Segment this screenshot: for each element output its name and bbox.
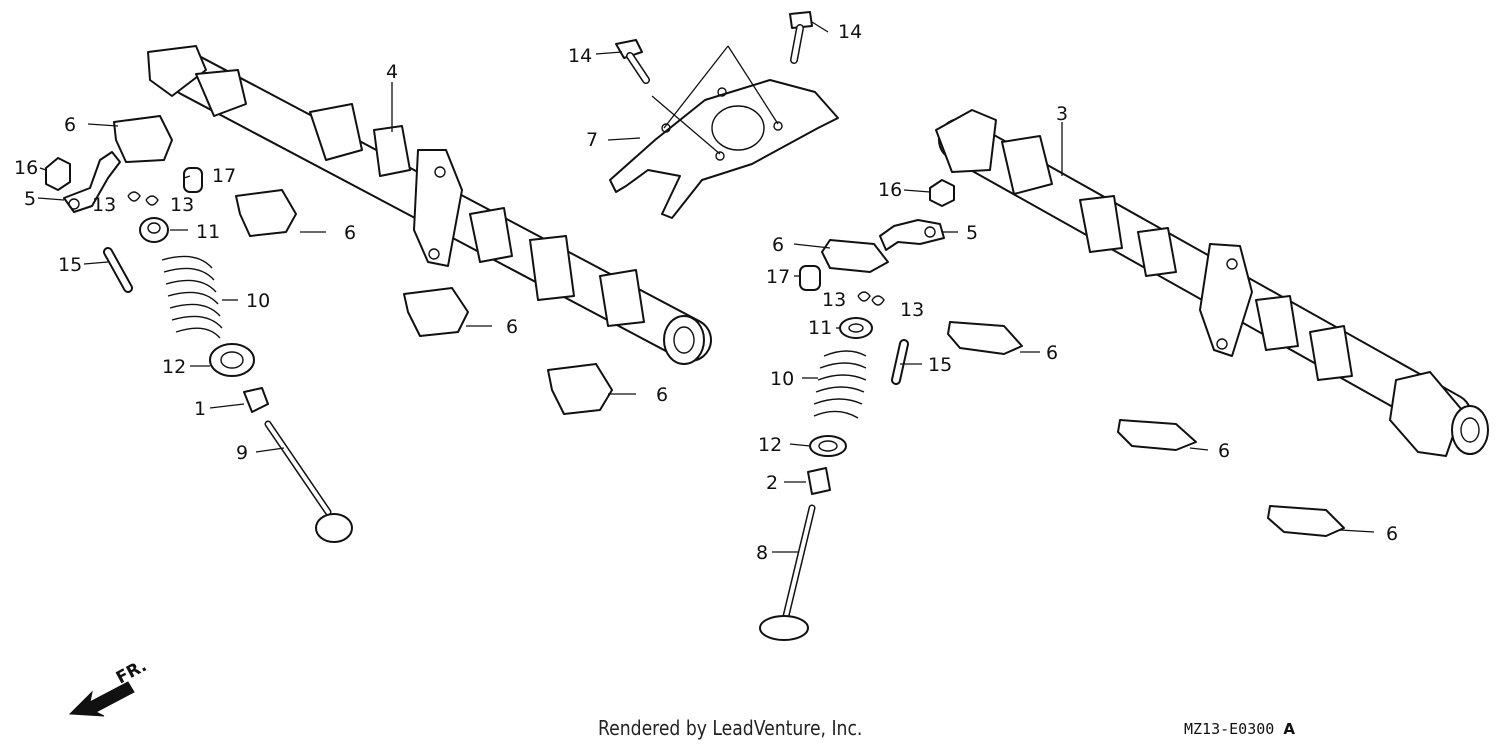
- dowel-17-right[interactable]: [799, 265, 821, 291]
- callout-13: 13: [170, 194, 194, 216]
- callout-6: 6: [1046, 342, 1058, 364]
- callout-15: 15: [928, 354, 952, 376]
- camshaft-right[interactable]: [935, 109, 1489, 457]
- callout-6: 6: [1386, 523, 1398, 545]
- rocker-arm-5-left[interactable]: [63, 151, 121, 213]
- callout-13: 13: [822, 289, 846, 311]
- callout-10: 10: [246, 290, 270, 312]
- callout-13: 13: [92, 194, 116, 216]
- valve-8-intake[interactable]: [759, 504, 816, 641]
- callout-16: 16: [878, 179, 902, 201]
- cotter-13-left[interactable]: [127, 191, 159, 206]
- diagram-code: MZ13-E0300: [1184, 720, 1275, 738]
- callout-6: 6: [64, 114, 76, 136]
- seal-1[interactable]: [243, 387, 269, 413]
- seat-12-right[interactable]: [809, 435, 847, 457]
- callout-5: 5: [966, 222, 978, 244]
- callout-6: 6: [1218, 440, 1230, 462]
- callout-9: 9: [236, 442, 248, 464]
- camshaft-left[interactable]: [147, 45, 712, 365]
- plate-6-g[interactable]: [1117, 419, 1197, 451]
- front-direction-arrow: FR.: [68, 656, 150, 717]
- cotter-13-right[interactable]: [857, 291, 885, 306]
- callout-5: 5: [24, 188, 36, 210]
- callout-6: 6: [344, 222, 356, 244]
- callout-8: 8: [756, 542, 768, 564]
- rocker-arm-5-right[interactable]: [879, 219, 945, 251]
- callout-6: 6: [656, 384, 668, 406]
- plate-6-b[interactable]: [235, 189, 297, 237]
- callout-14: 14: [568, 45, 592, 67]
- callout-4: 4: [386, 61, 398, 83]
- bolt-15-right[interactable]: [891, 339, 909, 385]
- callout-17: 17: [766, 266, 790, 288]
- callout-13: 13: [900, 299, 924, 321]
- callout-1: 1: [194, 398, 206, 420]
- bolt-15-left[interactable]: [103, 247, 133, 293]
- retainer-11-left[interactable]: [139, 217, 169, 243]
- plate-6-f[interactable]: [947, 321, 1023, 355]
- nut-16-right[interactable]: [929, 179, 955, 207]
- callout-6: 6: [772, 234, 784, 256]
- retainer-11-right[interactable]: [839, 317, 873, 339]
- diagram-revision: A: [1283, 720, 1295, 738]
- nut-16-left[interactable]: [45, 157, 71, 191]
- callout-11: 11: [196, 221, 220, 243]
- front-arrow-label: FR.: [113, 656, 150, 688]
- bolt-14-right[interactable]: [789, 11, 813, 64]
- callout-3: 3: [1056, 103, 1068, 125]
- callout-7: 7: [586, 129, 598, 151]
- spring-10-right[interactable]: [813, 350, 867, 419]
- plate-6-h[interactable]: [1267, 505, 1345, 537]
- plate-6-a[interactable]: [113, 115, 173, 163]
- callout-11: 11: [808, 317, 832, 339]
- valve-9-exhaust[interactable]: [264, 420, 353, 543]
- callout-10: 10: [770, 368, 794, 390]
- callout-16: 16: [14, 157, 38, 179]
- plate-6-c[interactable]: [403, 287, 469, 337]
- camshaft-holder[interactable]: [609, 79, 839, 219]
- diagram-code-block: MZ13-E0300 A: [1184, 720, 1295, 738]
- callout-14: 14: [838, 21, 862, 43]
- plate-6-e[interactable]: [821, 239, 889, 273]
- leader-lines: [37, 21, 1375, 553]
- callout-17: 17: [212, 165, 236, 187]
- bolt-14-left[interactable]: [615, 39, 650, 84]
- callout-12: 12: [758, 434, 782, 456]
- seat-12-left[interactable]: [209, 343, 255, 377]
- callout-12: 12: [162, 356, 186, 378]
- callout-15: 15: [58, 254, 82, 276]
- callout-6: 6: [506, 316, 518, 338]
- spring-10-left[interactable]: [161, 255, 223, 339]
- dowel-17-left[interactable]: [183, 167, 203, 193]
- callout-2: 2: [766, 472, 778, 494]
- callout-labels: 4 3 6 6 6 6 6 6 6 6 7 14 14 5 5 16 16 17…: [14, 21, 1398, 564]
- seal-2[interactable]: [807, 467, 831, 495]
- plate-6-d[interactable]: [547, 363, 613, 415]
- credit-line: Rendered by LeadVenture, Inc.: [598, 716, 863, 740]
